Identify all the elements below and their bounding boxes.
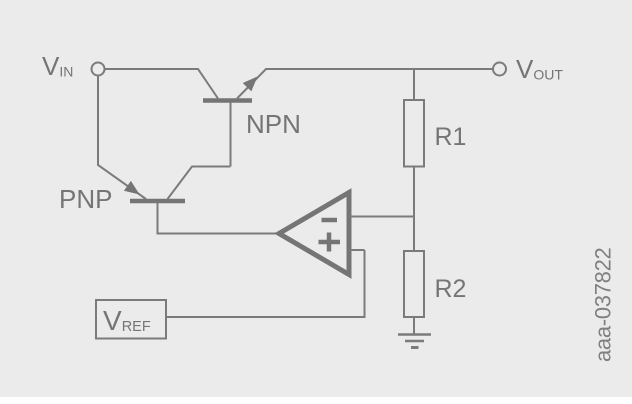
figure-id: aaa-037822 xyxy=(591,247,616,362)
pnp-transistor: PNP xyxy=(59,165,279,235)
pnp-collector-wire xyxy=(166,165,231,200)
vref-label-sub: REF xyxy=(122,319,151,335)
pnp-label: PNP xyxy=(59,184,112,214)
wire-vref-to-noninverting xyxy=(166,250,366,318)
vref-box xyxy=(95,299,167,340)
vref-source: VREF xyxy=(95,250,366,340)
r1-label: R1 xyxy=(435,123,467,151)
vref-label: VREF xyxy=(103,305,151,336)
vin-label: VIN xyxy=(42,51,73,81)
ground-icon xyxy=(398,333,431,349)
opamp-noninverting-marker-icon xyxy=(318,232,340,252)
vin-terminal-circle xyxy=(90,61,106,77)
pnp-base-wire xyxy=(156,203,279,235)
vout-label-sub: OUT xyxy=(533,67,563,83)
vin-terminal: VIN xyxy=(42,51,106,81)
vref-label-main: V xyxy=(103,305,122,336)
npn-transistor: NPN xyxy=(203,76,301,167)
vout-label-main: V xyxy=(516,54,534,84)
opamp-triangle xyxy=(274,188,352,279)
vin-label-main: V xyxy=(42,51,60,81)
vin-label-sub: IN xyxy=(59,64,73,80)
npn-emitter-arrow-icon xyxy=(242,76,258,92)
feedback-divider: R1 R2 xyxy=(403,99,467,318)
vout-terminal-circle xyxy=(492,61,507,77)
pnp-emitter-arrow-icon xyxy=(123,180,140,195)
wire-npn-emitter-to-vout xyxy=(236,68,493,100)
resistor-r1 xyxy=(403,99,425,168)
resistor-r2 xyxy=(403,250,425,318)
npn-label: NPN xyxy=(246,109,301,139)
vout-terminal: VOUT xyxy=(492,54,563,84)
vout-label: VOUT xyxy=(516,54,563,84)
opamp xyxy=(274,188,414,279)
r2-label: R2 xyxy=(435,275,467,303)
wire-vin-to-npn-collector xyxy=(104,68,219,100)
